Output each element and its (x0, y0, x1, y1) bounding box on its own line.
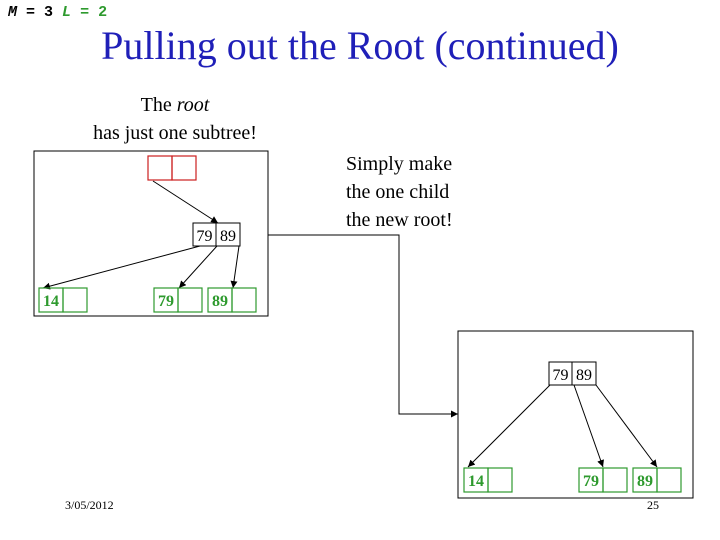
m-label: M (8, 4, 18, 21)
before-leaf-1-cell-2 (62, 287, 88, 313)
before-leaf-1-key: 14 (43, 293, 59, 310)
after-arrow-leaf-3 (595, 384, 658, 468)
old-root-child-arrow (152, 180, 219, 224)
before-tree-panel (33, 150, 269, 317)
instruction-caption: Simply make the one child the new root! (346, 150, 453, 234)
old-root-node (147, 155, 197, 181)
l-label: L (62, 4, 72, 21)
instruction-line3: the new root! (346, 209, 453, 231)
tree-parameters: M = 3 L = 2 (8, 4, 107, 21)
after-leaf-1-key: 14 (468, 473, 484, 490)
after-arrow-leaf-2 (573, 384, 604, 468)
after-root-key-2: 89 (576, 367, 592, 384)
after-root-node: 79 89 (548, 361, 597, 386)
after-tree-panel (457, 330, 694, 499)
before-leaf-3: 89 (207, 287, 257, 313)
before-arrow-leaf-3 (230, 245, 240, 289)
slide-date: 3/05/2012 (65, 498, 114, 512)
after-leaf-2: 79 (578, 467, 628, 493)
after-root-key-1: 79 (553, 367, 569, 384)
instruction-line1: Simply make (346, 153, 453, 175)
before-leaf-2-key: 79 (158, 293, 174, 310)
before-internal-key-2: 89 (220, 228, 236, 245)
before-leaf-3-cell-2 (231, 287, 257, 313)
after-leaf-2-key: 79 (583, 473, 599, 490)
before-internal-node: 79 89 (192, 222, 241, 247)
after-leaf-2-cell-2 (602, 467, 628, 493)
l-value: = 2 (71, 4, 108, 21)
before-leaf-2: 79 (153, 287, 203, 313)
after-leaf-3: 89 (632, 467, 682, 493)
after-leaf-1: 14 (463, 467, 513, 493)
slide-title: Pulling out the Root (continued) (101, 23, 619, 68)
before-arrow-leaf-2 (178, 245, 218, 289)
before-arrow-leaf-1 (42, 245, 201, 290)
after-leaf-1-cell-2 (487, 467, 513, 493)
old-root-cell-1 (147, 155, 173, 181)
before-internal-cell-2 (215, 222, 241, 247)
before-leaf-2-cell-2 (177, 287, 203, 313)
root-caption: The root has just one subtree! (40, 91, 310, 147)
before-internal-key-1: 79 (197, 228, 213, 245)
transform-arrow (268, 234, 458, 418)
after-leaf-3-cell-2 (656, 467, 682, 493)
root-caption-prefix: The (140, 94, 177, 116)
old-root-cell-2 (171, 155, 197, 181)
root-caption-line2: has just one subtree! (93, 122, 257, 144)
instruction-line2: the one child (346, 181, 450, 203)
m-value: = 3 (17, 4, 54, 21)
root-caption-emph: root (176, 94, 210, 116)
before-leaf-1: 14 (38, 287, 88, 313)
after-leaf-3-key: 89 (637, 473, 653, 490)
after-arrow-leaf-1 (467, 384, 551, 468)
before-leaf-3-key: 89 (212, 293, 228, 310)
after-root-cell-2 (571, 361, 597, 386)
slide-number: 25 (647, 498, 659, 512)
